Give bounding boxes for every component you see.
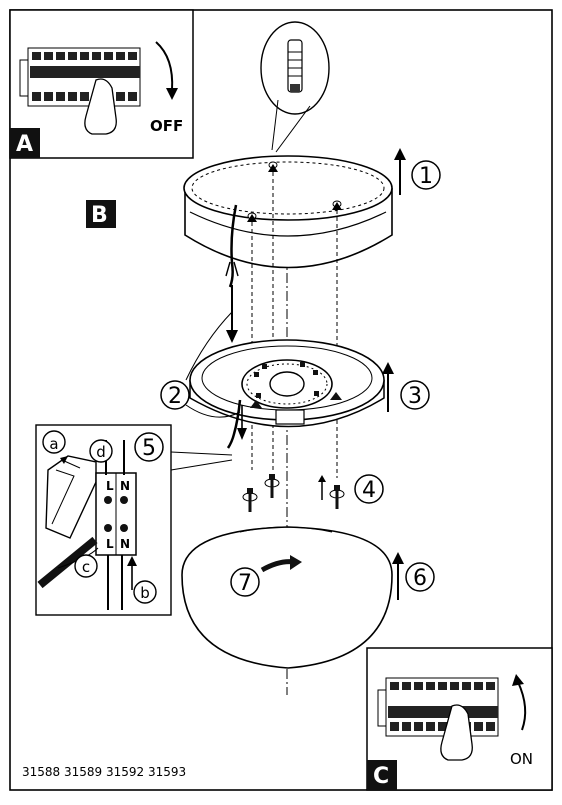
on-label: ON bbox=[510, 750, 533, 768]
mains-cable bbox=[228, 204, 238, 288]
callout-c-label: c bbox=[82, 558, 90, 576]
terminal-l-top: L bbox=[106, 479, 114, 493]
glass-diffuser bbox=[181, 526, 393, 669]
hand-icon bbox=[84, 78, 117, 135]
step-7-label: 7 bbox=[238, 571, 252, 596]
wall-plug-icon bbox=[287, 39, 303, 93]
step-4: 4 bbox=[354, 474, 384, 504]
panel-b-badge bbox=[86, 200, 116, 228]
step-1: 1 bbox=[394, 148, 441, 195]
step-5: 5 bbox=[134, 432, 164, 462]
panel-a-letter: A bbox=[16, 132, 33, 157]
step-3-label: 3 bbox=[408, 384, 422, 409]
callout-a-label: a bbox=[49, 435, 58, 453]
callout-c bbox=[74, 554, 98, 578]
lamp-cover-ring bbox=[183, 155, 393, 269]
breaker-panel-icon bbox=[377, 677, 499, 737]
step-7: 7 bbox=[230, 567, 260, 597]
panel-c: ON C bbox=[366, 647, 553, 791]
terminal-block-icon bbox=[275, 409, 305, 425]
panel-c-badge bbox=[367, 760, 397, 790]
model-numbers: 31588 31589 31592 31593 bbox=[22, 765, 186, 779]
base-cable bbox=[226, 399, 242, 449]
panel-c-letter: C bbox=[373, 764, 389, 789]
callout-d-label: d bbox=[96, 443, 106, 461]
step-5-label: 5 bbox=[142, 436, 156, 461]
terminal-l-bottom: L bbox=[106, 537, 114, 551]
callout-b bbox=[133, 580, 157, 604]
terminal-n-top: N bbox=[120, 479, 130, 493]
screw-icon bbox=[264, 474, 280, 498]
hand-icon bbox=[440, 704, 473, 761]
screw-icon bbox=[329, 485, 345, 509]
off-label: OFF bbox=[150, 117, 183, 135]
step-6-label: 6 bbox=[413, 566, 427, 591]
panel-a-badge bbox=[10, 128, 40, 158]
switch-down-arrow bbox=[155, 41, 174, 91]
wall-plug-detail bbox=[260, 21, 330, 153]
mounting-screws bbox=[242, 474, 345, 512]
callout-a bbox=[42, 430, 66, 454]
panel-b-letter: B bbox=[91, 203, 108, 228]
callout-b-label: b bbox=[140, 584, 150, 602]
callout-d bbox=[89, 439, 113, 463]
terminal-n-bottom: N bbox=[120, 537, 130, 551]
step-2-label: 2 bbox=[168, 384, 182, 409]
step-4-label: 4 bbox=[362, 478, 376, 503]
step-1-label: 1 bbox=[419, 164, 433, 189]
step-2: 2 bbox=[160, 311, 241, 418]
step-6: 6 bbox=[392, 552, 435, 600]
switch-up-arrow bbox=[517, 681, 527, 731]
page-border bbox=[9, 9, 553, 791]
step-3: 3 bbox=[382, 362, 430, 412]
breaker-panel-icon bbox=[19, 47, 141, 107]
panel-a: OFF A bbox=[9, 9, 194, 159]
lamp-base-plate bbox=[189, 339, 385, 428]
screw-icon bbox=[242, 488, 258, 512]
